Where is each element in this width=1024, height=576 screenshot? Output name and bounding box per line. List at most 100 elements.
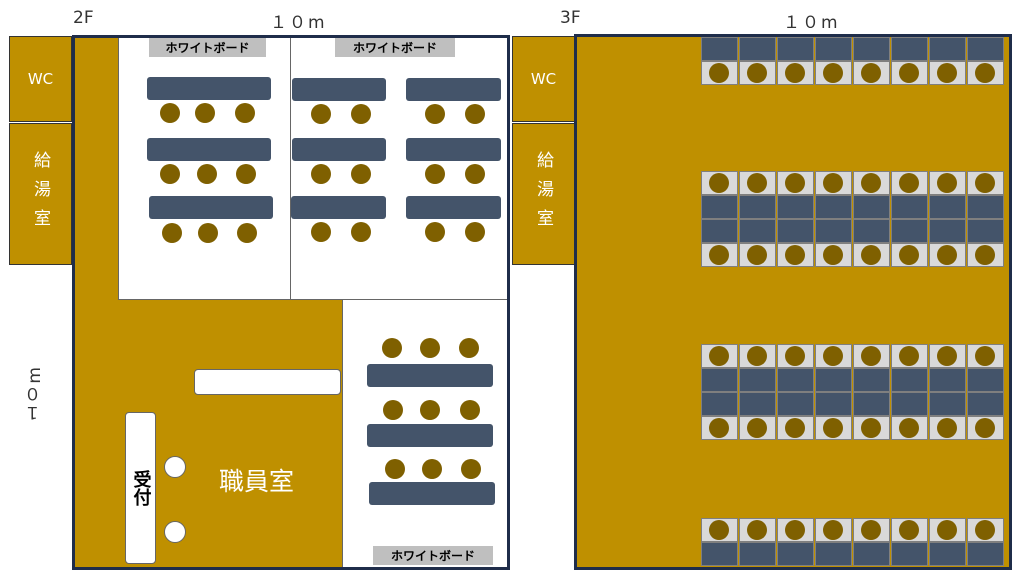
chair bbox=[311, 104, 331, 124]
chair bbox=[385, 459, 405, 479]
desk bbox=[701, 392, 738, 416]
desk bbox=[929, 37, 966, 61]
chair bbox=[861, 63, 881, 83]
whiteboard-1: ホワイトボード bbox=[149, 38, 266, 57]
reception-chair bbox=[164, 456, 186, 478]
desk bbox=[929, 195, 966, 219]
chair bbox=[197, 164, 217, 184]
chair bbox=[709, 346, 729, 366]
chair bbox=[420, 338, 440, 358]
desk bbox=[891, 542, 928, 566]
floor2-wc-label: WC bbox=[27, 70, 54, 88]
chair bbox=[311, 222, 331, 242]
chair bbox=[975, 63, 995, 83]
chair bbox=[383, 400, 403, 420]
floor3-wc-label: WC bbox=[530, 70, 557, 88]
desk bbox=[701, 195, 738, 219]
desk bbox=[777, 37, 814, 61]
desk bbox=[367, 364, 493, 387]
desk bbox=[777, 542, 814, 566]
chair bbox=[425, 104, 445, 124]
desk bbox=[853, 392, 890, 416]
chair bbox=[425, 222, 445, 242]
desk bbox=[701, 542, 738, 566]
desk bbox=[967, 37, 1004, 61]
staff-desk bbox=[194, 369, 341, 395]
chair bbox=[785, 520, 805, 540]
chair bbox=[937, 245, 957, 265]
desk bbox=[739, 392, 776, 416]
chair bbox=[937, 173, 957, 193]
desk bbox=[815, 542, 852, 566]
desk bbox=[739, 542, 776, 566]
desk bbox=[853, 368, 890, 392]
desk bbox=[406, 138, 501, 161]
chair bbox=[823, 173, 843, 193]
chair bbox=[235, 103, 255, 123]
chair bbox=[975, 346, 995, 366]
desk bbox=[147, 138, 271, 161]
chair bbox=[861, 418, 881, 438]
chair bbox=[465, 104, 485, 124]
chair bbox=[785, 245, 805, 265]
desk bbox=[777, 195, 814, 219]
floor3-kitchen: 給湯室 bbox=[512, 123, 575, 265]
chair bbox=[709, 173, 729, 193]
chair bbox=[425, 164, 445, 184]
desk bbox=[891, 195, 928, 219]
chair bbox=[237, 223, 257, 243]
chair bbox=[747, 245, 767, 265]
desk bbox=[815, 219, 852, 243]
desk bbox=[406, 78, 501, 101]
desk bbox=[967, 542, 1004, 566]
desk bbox=[853, 542, 890, 566]
chair bbox=[785, 173, 805, 193]
chair bbox=[823, 418, 843, 438]
chair bbox=[823, 346, 843, 366]
chair bbox=[861, 245, 881, 265]
desk bbox=[929, 392, 966, 416]
chair bbox=[823, 520, 843, 540]
desk bbox=[777, 219, 814, 243]
reception-label: 受付 bbox=[130, 470, 152, 506]
floor2-width-label: １０m bbox=[270, 13, 327, 33]
reception-chair bbox=[164, 521, 186, 543]
desk bbox=[291, 196, 386, 219]
chair bbox=[461, 459, 481, 479]
chair bbox=[899, 173, 919, 193]
desk bbox=[777, 392, 814, 416]
desk bbox=[967, 368, 1004, 392]
chair bbox=[465, 222, 485, 242]
desk bbox=[777, 368, 814, 392]
chair bbox=[195, 103, 215, 123]
desk bbox=[929, 368, 966, 392]
desk bbox=[147, 77, 271, 100]
desk bbox=[149, 196, 273, 219]
chair bbox=[351, 164, 371, 184]
floor2-kitchen-label: 給湯室 bbox=[30, 150, 50, 238]
desk bbox=[967, 392, 1004, 416]
chair bbox=[160, 164, 180, 184]
desk bbox=[367, 424, 493, 447]
desk bbox=[815, 368, 852, 392]
chair bbox=[709, 520, 729, 540]
whiteboard-2: ホワイトボード bbox=[335, 38, 455, 57]
desk bbox=[739, 368, 776, 392]
floor2-plan: ホワイトボード ホワイトボード ホワイトボード 受付 職員 bbox=[72, 35, 510, 570]
chair bbox=[747, 63, 767, 83]
floor3-wc: WC bbox=[512, 36, 575, 122]
chair bbox=[899, 63, 919, 83]
chair bbox=[899, 346, 919, 366]
chair bbox=[785, 418, 805, 438]
chair bbox=[351, 222, 371, 242]
desk bbox=[701, 368, 738, 392]
desk bbox=[929, 542, 966, 566]
chair bbox=[747, 346, 767, 366]
chair bbox=[198, 223, 218, 243]
room-divider bbox=[290, 38, 291, 300]
chair bbox=[747, 173, 767, 193]
floor3-label: 3F bbox=[560, 8, 581, 28]
desk bbox=[891, 392, 928, 416]
desk bbox=[815, 392, 852, 416]
desk bbox=[292, 138, 386, 161]
